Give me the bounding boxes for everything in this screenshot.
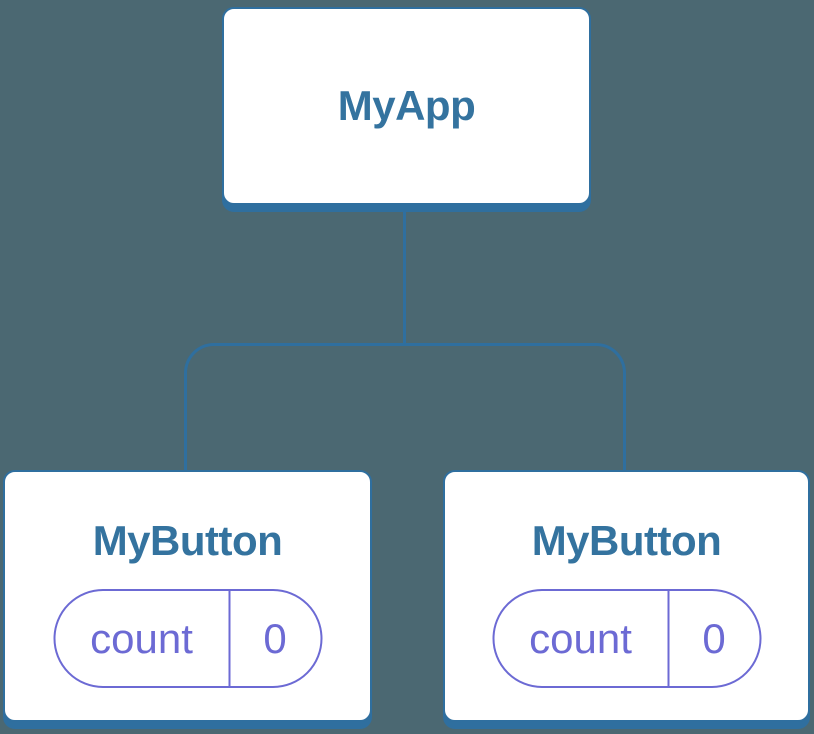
component-node-child-1: MyButton count 0 [3,470,372,722]
component-name: MyButton [92,517,283,564]
state-value: 0 [228,591,320,686]
state-pill: count 0 [492,589,761,688]
edge-children-bracket [184,343,626,470]
state-pill: count 0 [53,589,322,688]
state-value: 0 [667,591,759,686]
component-name: MyButton [531,517,722,564]
state-key: count [529,614,632,662]
state-key: count [90,614,193,662]
component-name: MyApp [337,82,476,129]
component-node-child-2: MyButton count 0 [443,470,810,722]
edge-root-to-bracket [403,210,406,344]
component-node-root: MyApp [222,7,591,205]
